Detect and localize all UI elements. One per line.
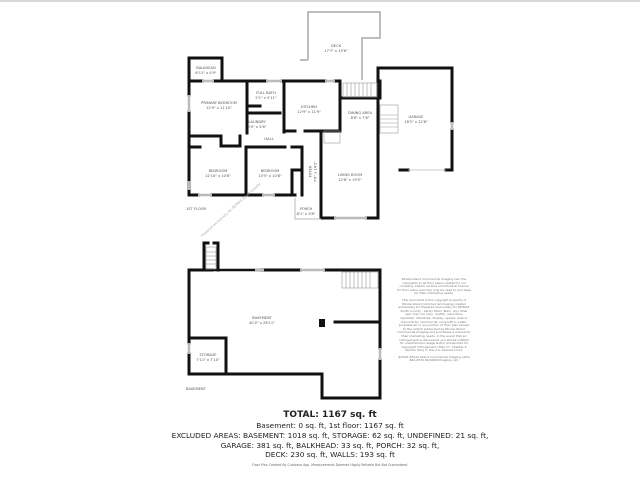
copyright-note-1: Rhode Island Commercial Imaging own the …: [397, 277, 471, 296]
excluded-areas-line-2: GARAGE: 381 sq. ft, BALKHEAD: 33 sq. ft,…: [220, 440, 440, 450]
footer-disclaimer: Floor Plan Created By Cubicasa App. Meas…: [252, 463, 408, 467]
stairs-icon: [205, 246, 379, 289]
porch-outline: [294, 198, 321, 220]
total-area: TOTAL: 1167 sq. ft: [283, 410, 377, 420]
stairs-icon: [323, 82, 399, 144]
first-floor-walls: [187, 56, 454, 220]
floor-label-basement: BASEMENT: [186, 387, 206, 391]
floor-label-first: 1ST FLOOR: [186, 207, 207, 211]
excluded-areas-line-3: DECK: 230 sq. ft, WALLS: 193 sq. ft: [265, 450, 395, 460]
chimney-column: [319, 319, 325, 327]
area-summary: TOTAL: 1167 sq. ft Basement: 0 sq. ft, 1…: [170, 410, 490, 460]
basement-walls: [187, 241, 382, 400]
basement-windows: [187, 268, 382, 360]
floor-areas: Basement: 0 sq. ft, 1st floor: 1167 sq. …: [256, 421, 404, 430]
copyright-note-3: @2024 Rhode Island Commercial Imaging (4…: [397, 354, 471, 363]
first-floor-windows: [187, 79, 454, 220]
deck-outline: [300, 11, 381, 80]
copyright-notes: Rhode Island Commercial Imaging own the …: [397, 277, 471, 366]
room-label-hall: HALL: [264, 137, 274, 141]
copyright-note-2: This document is the copyright property …: [397, 297, 471, 353]
excluded-areas-line-1: EXCLUDED AREAS: BASEMENT: 1018 sq. ft, S…: [171, 430, 489, 440]
